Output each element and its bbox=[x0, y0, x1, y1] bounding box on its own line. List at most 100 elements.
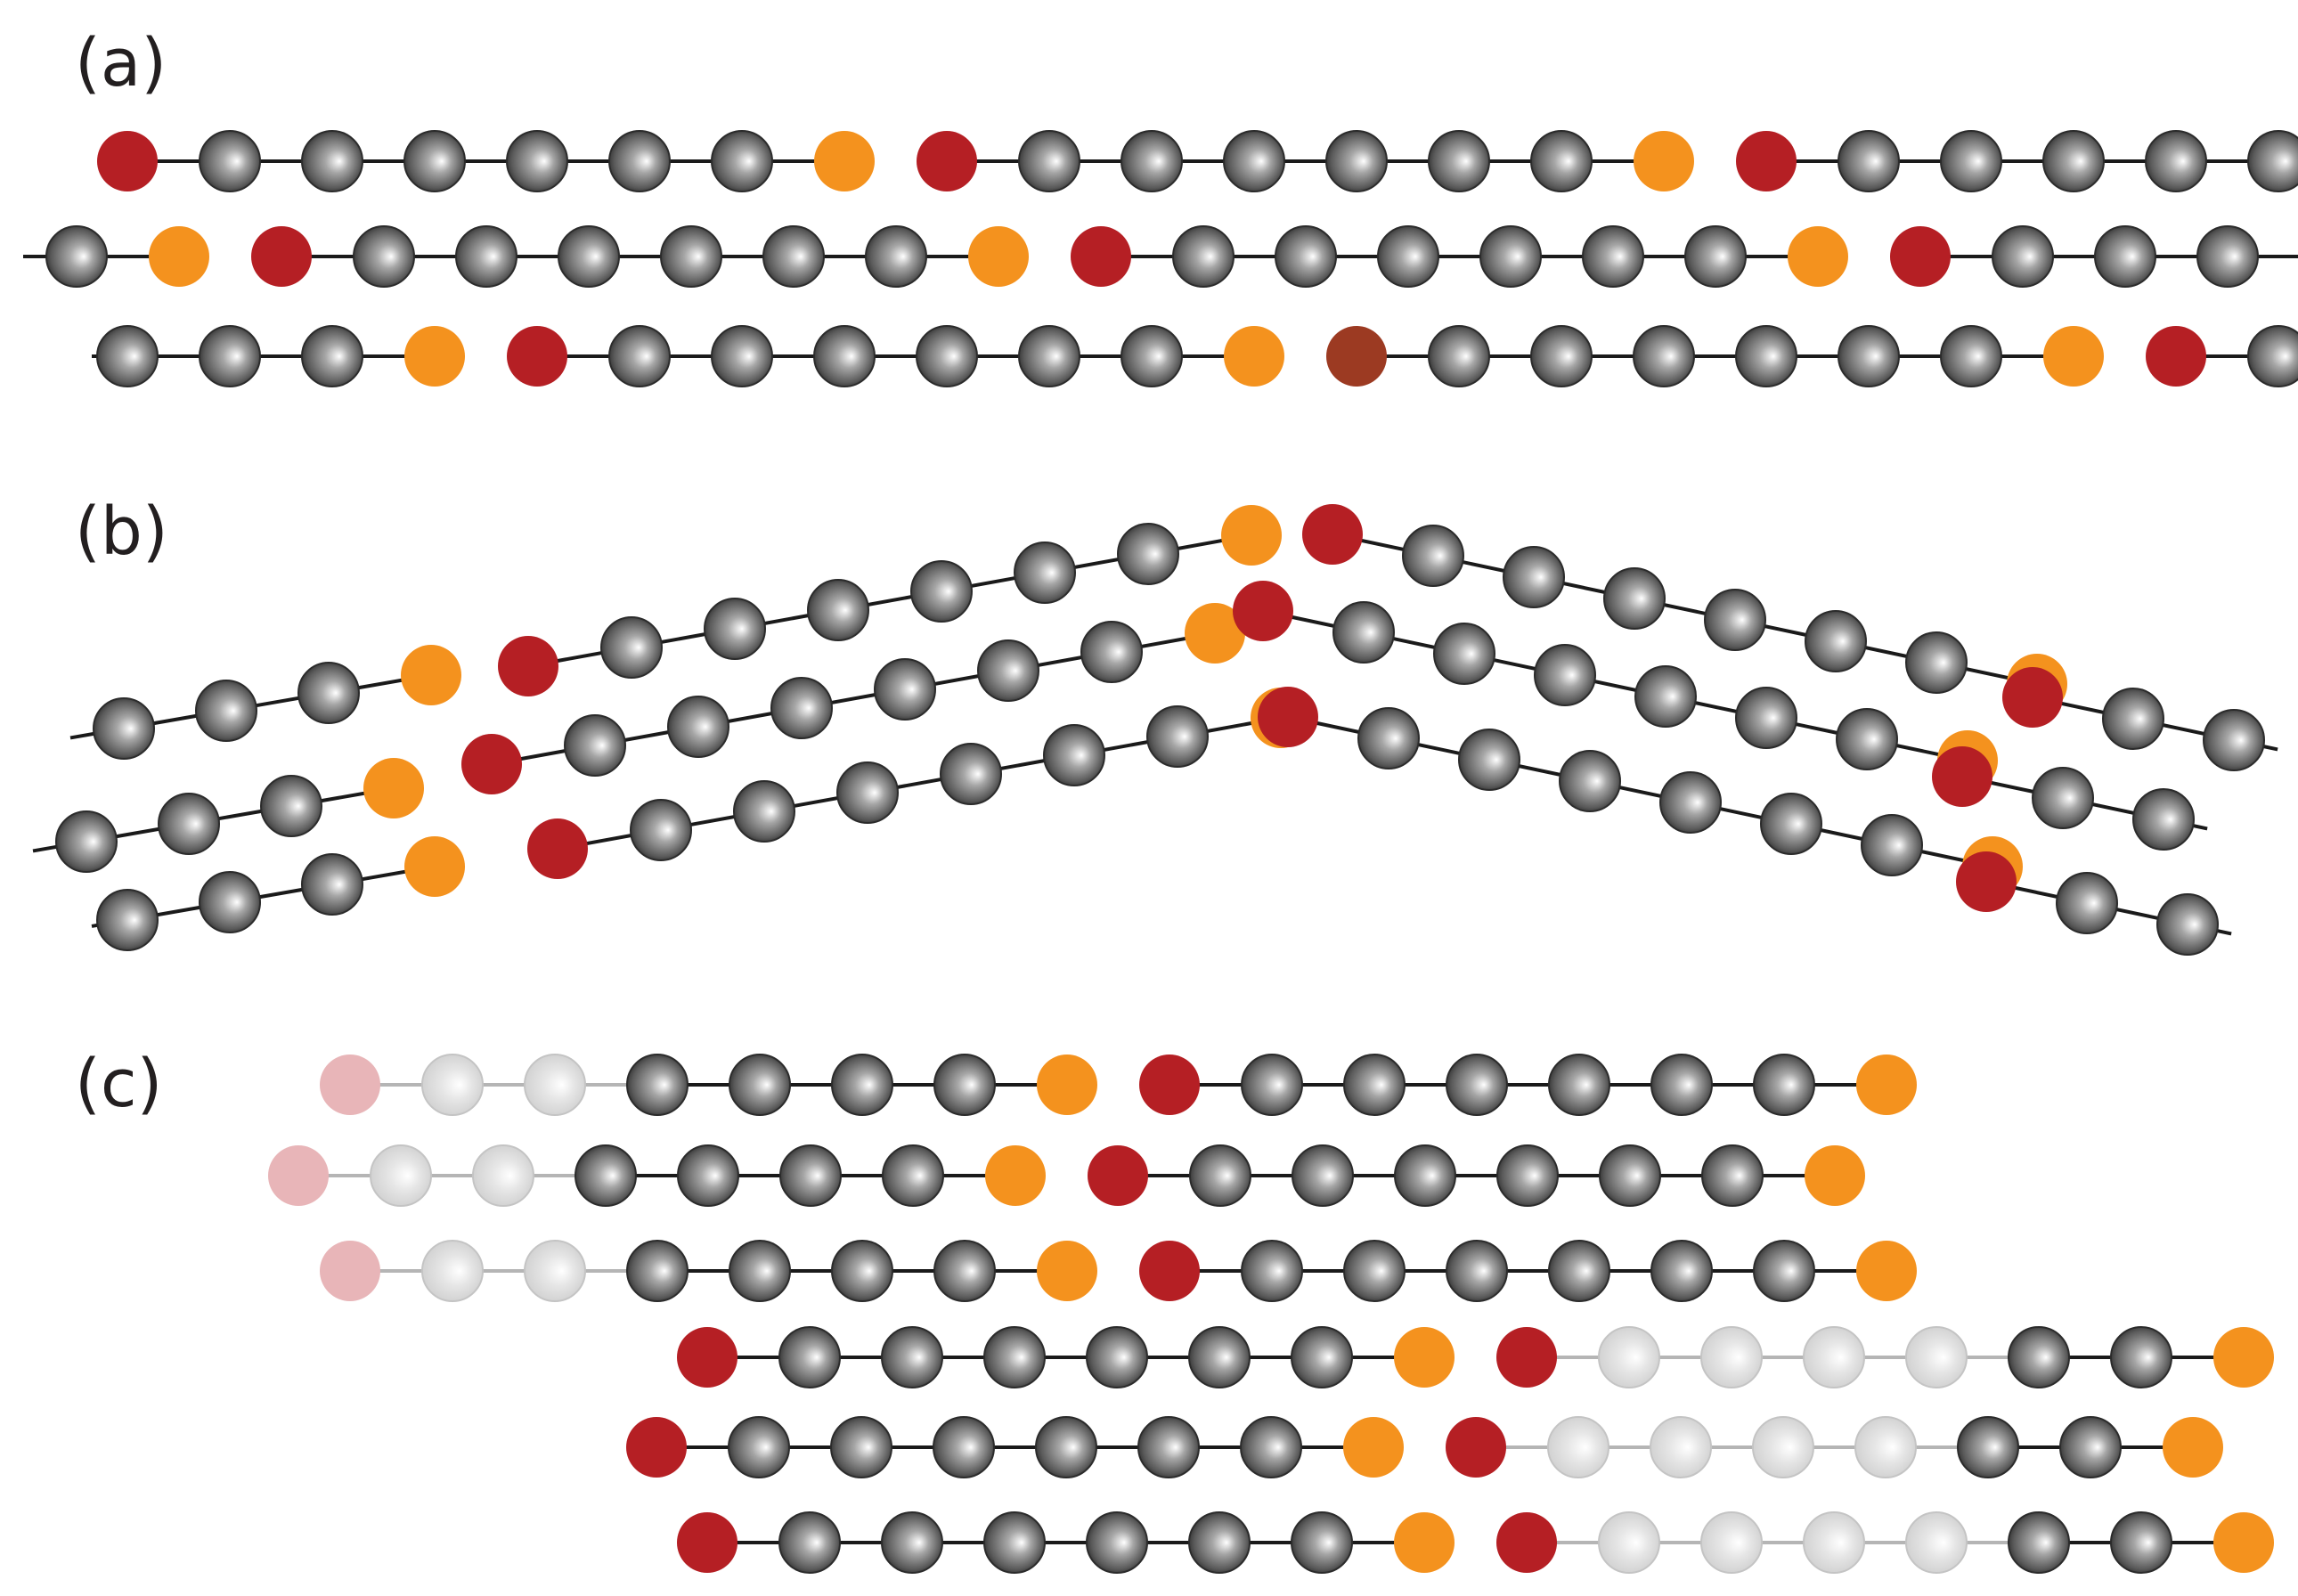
chain-bead bbox=[830, 1416, 892, 1478]
faded-chain-bead bbox=[1803, 1511, 1865, 1574]
panel-label-a: (a) bbox=[75, 25, 167, 102]
chain-bead bbox=[1428, 325, 1490, 387]
chain-bead bbox=[1479, 225, 1542, 288]
chain-bead bbox=[1080, 621, 1143, 683]
chain-bead bbox=[1292, 1144, 1354, 1207]
chain-bead bbox=[564, 714, 626, 777]
chain-bead bbox=[1704, 589, 1766, 651]
chain-bead bbox=[403, 130, 466, 192]
chain-bead bbox=[297, 662, 360, 724]
chain-bead bbox=[1018, 130, 1080, 192]
chain-bead bbox=[2156, 893, 2219, 956]
chain-bead bbox=[778, 1326, 841, 1388]
chain-bead bbox=[2132, 788, 2195, 851]
head-bead bbox=[917, 131, 977, 191]
tail-bead bbox=[1394, 1327, 1455, 1388]
faded-chain-bead bbox=[1752, 1416, 1814, 1478]
faded-chain-bead bbox=[472, 1144, 534, 1207]
tail-bead bbox=[149, 226, 209, 287]
chain-bead bbox=[983, 1511, 1046, 1574]
chain-bead bbox=[626, 1054, 689, 1116]
chain-bead bbox=[881, 1326, 943, 1388]
chain-bead bbox=[1753, 1054, 1815, 1116]
chain-bead bbox=[1753, 1240, 1815, 1302]
chain-bead bbox=[1650, 1240, 1713, 1302]
faded-chain-bead bbox=[1803, 1326, 1865, 1388]
chain-bead bbox=[1035, 1416, 1097, 1478]
head-bead bbox=[1258, 687, 1318, 747]
chain-bead bbox=[574, 1144, 637, 1207]
faded-head-bead bbox=[268, 1145, 329, 1206]
chain-bead bbox=[2032, 767, 2094, 829]
head-bead bbox=[1932, 746, 1992, 807]
head-bead bbox=[507, 326, 567, 387]
faded-chain-bead bbox=[1700, 1326, 1763, 1388]
chain-bead bbox=[1861, 814, 1923, 876]
chain-bead bbox=[711, 325, 773, 387]
chain-bead bbox=[1018, 325, 1080, 387]
head-bead bbox=[1088, 1145, 1148, 1206]
tail-bead bbox=[1634, 131, 1694, 191]
head-bead bbox=[1302, 504, 1363, 565]
chain-bead bbox=[1402, 525, 1464, 587]
chain-bead bbox=[940, 743, 1002, 805]
chain-bead bbox=[455, 225, 517, 288]
chain-bead bbox=[600, 616, 663, 679]
chain-bead bbox=[1559, 750, 1621, 812]
head-bead bbox=[1496, 1327, 1557, 1388]
chain-bead bbox=[807, 579, 869, 641]
chain-bead bbox=[836, 761, 899, 824]
chain-bead bbox=[1701, 1144, 1764, 1207]
faded-chain-bead bbox=[1905, 1511, 1968, 1574]
chain-bead bbox=[704, 598, 766, 660]
chain-bead bbox=[1534, 644, 1596, 706]
chain-bead bbox=[729, 1054, 791, 1116]
tail-bead bbox=[968, 226, 1029, 287]
chain-bead bbox=[260, 775, 322, 837]
chain-bead bbox=[2110, 1326, 2172, 1388]
chain-bead bbox=[1760, 793, 1822, 855]
chain-bead bbox=[2110, 1511, 2172, 1574]
faded-chain-bead bbox=[421, 1240, 484, 1302]
tail-bead bbox=[1037, 1054, 1097, 1115]
chain-bead bbox=[1684, 225, 1747, 288]
chain-bead bbox=[1188, 1326, 1251, 1388]
chain-bead bbox=[762, 225, 825, 288]
head-bead bbox=[97, 131, 158, 191]
chain-bead bbox=[778, 1511, 841, 1574]
chain-bead bbox=[55, 810, 118, 873]
chain-bead bbox=[1325, 130, 1388, 192]
chain-bead bbox=[728, 1416, 790, 1478]
chain-bead bbox=[1599, 1144, 1661, 1207]
chain-bead bbox=[2008, 1511, 2070, 1574]
head-bead bbox=[1071, 226, 1131, 287]
chain-bead bbox=[1189, 1144, 1251, 1207]
tail-bead bbox=[404, 836, 465, 897]
chain-bead bbox=[1940, 325, 2002, 387]
tail-bead bbox=[1856, 1054, 1917, 1115]
chain-bead bbox=[831, 1240, 893, 1302]
head-bead bbox=[677, 1327, 737, 1388]
chain-bead bbox=[1530, 130, 1593, 192]
chain-bead bbox=[1838, 325, 1900, 387]
tail-bead bbox=[1343, 1417, 1404, 1478]
chain-bead bbox=[1582, 225, 1644, 288]
chain-bead bbox=[2008, 1326, 2070, 1388]
tail-bead bbox=[401, 645, 461, 705]
chain-bead bbox=[916, 325, 978, 387]
chain-bead bbox=[1394, 1144, 1456, 1207]
head-bead bbox=[2146, 326, 2206, 387]
chain-bead bbox=[1137, 1416, 1200, 1478]
chain-bead bbox=[1735, 325, 1797, 387]
chain-bead bbox=[779, 1144, 842, 1207]
chain-bead bbox=[977, 639, 1039, 702]
faded-chain-bead bbox=[524, 1054, 586, 1116]
tail-bead bbox=[2213, 1512, 2274, 1573]
chain-bead bbox=[2196, 225, 2259, 288]
chain-bead bbox=[1343, 1054, 1406, 1116]
chain-bead bbox=[353, 225, 415, 288]
head-bead bbox=[1496, 1512, 1557, 1573]
chain-bead bbox=[660, 225, 722, 288]
chain-bead bbox=[1548, 1240, 1610, 1302]
